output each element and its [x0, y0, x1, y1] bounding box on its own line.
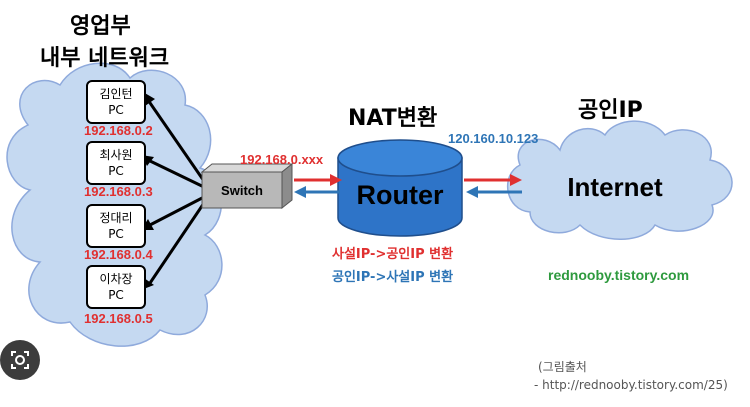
internet-cloud [506, 120, 733, 240]
pc-ip-1: 192.168.0.2 [84, 123, 153, 138]
pc-type: PC [108, 103, 124, 117]
pc-name: 정대리 [99, 211, 133, 225]
pc-name: 최사원 [99, 148, 133, 162]
credit-line-2: - http://rednooby.tistory.com/25) [534, 378, 728, 392]
pc-type: PC [108, 164, 124, 178]
site-label: rednooby.tistory.com [548, 267, 690, 283]
pc-box-2: 최사원 PC [86, 141, 146, 185]
link-pc3 [147, 194, 207, 228]
router-label: Router [356, 180, 444, 210]
dept-title: 영업부 [70, 14, 131, 39]
switch-device [200, 162, 294, 210]
pc-switch-links [146, 99, 208, 287]
pc-ip-4: 192.168.0.5 [84, 311, 153, 326]
pc-name: 이차장 [99, 272, 133, 286]
public-ip-address: 120.160.10.123 [448, 131, 539, 146]
pc-ip-2: 192.168.0.3 [84, 184, 153, 199]
pc-box-1: 김인턴 PC [86, 80, 146, 124]
switch-label: Switch [221, 182, 263, 198]
private-ip-range: 192.168.0.xxx [240, 152, 324, 167]
conversion-to-public: 사설IP->공인IP 변환 [332, 247, 454, 262]
dept-subtitle: 내부 네트워크 [40, 46, 170, 71]
lens-search-icon [11, 351, 29, 369]
link-pc2 [147, 158, 207, 190]
switch-router-arrows [294, 174, 342, 198]
nat-title: NAT변환 [348, 106, 438, 131]
link-pc4 [146, 199, 208, 287]
pc-type: PC [108, 227, 124, 241]
credit-line-1: (그림출처 [538, 360, 587, 374]
pc-ip-3: 192.168.0.4 [84, 247, 153, 262]
router-device [337, 139, 463, 237]
pc-box-4: 이차장 PC [86, 265, 146, 309]
pc-name: 김인턴 [99, 87, 133, 101]
router-internet-arrows [464, 174, 522, 198]
lens-search-button[interactable] [0, 340, 40, 380]
public-ip-title: 공인IP [578, 98, 643, 123]
pc-type: PC [108, 288, 124, 302]
internet-label: Internet [567, 172, 663, 202]
conversion-to-private: 공인IP->사설IP 변환 [332, 270, 454, 285]
arrow-pc1 [143, 92, 155, 106]
link-pc1 [146, 99, 208, 185]
pc-box-3: 정대리 PC [86, 204, 146, 248]
